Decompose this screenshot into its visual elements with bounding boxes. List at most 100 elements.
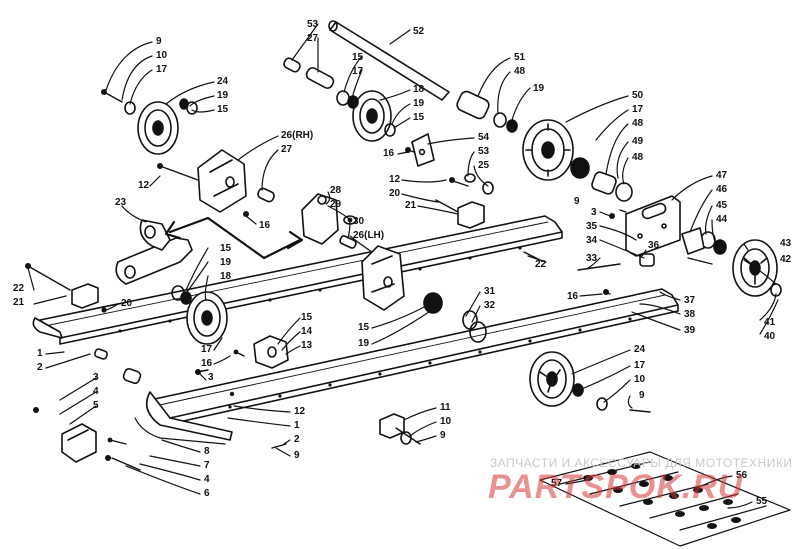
callout-45: 45: [716, 200, 728, 211]
callout-15: 15: [358, 322, 370, 333]
callout-4: 4: [93, 386, 99, 397]
callout-26-lh: 26(LH): [353, 230, 385, 241]
callout-9: 9: [574, 196, 580, 207]
wear-bar-8: [134, 417, 226, 445]
callout-16: 16: [383, 148, 395, 159]
callout-9: 9: [440, 430, 446, 441]
callout-12: 12: [294, 406, 306, 417]
callout-9: 9: [156, 36, 162, 47]
callout-2: 2: [294, 434, 300, 445]
callout-7: 7: [204, 460, 210, 471]
callout-21: 21: [405, 200, 417, 211]
callout-16: 16: [259, 220, 271, 231]
callout-48: 48: [632, 118, 644, 129]
callout-49: 49: [632, 136, 644, 147]
callout-15: 15: [301, 312, 313, 323]
callout-22: 22: [13, 283, 25, 294]
callout-14: 14: [301, 326, 313, 337]
callout-57: 57: [551, 478, 563, 489]
callout-22: 22: [535, 259, 547, 270]
callout-17: 17: [201, 344, 213, 355]
shock-mount-block: [253, 335, 289, 369]
front-bumper-block: [61, 423, 97, 463]
callout-5: 5: [93, 400, 99, 411]
callout-46: 46: [716, 184, 728, 195]
callout-54: 54: [478, 132, 490, 143]
rail-stop-block-left: [71, 283, 99, 309]
callout-53: 53: [478, 146, 490, 157]
callout-37: 37: [684, 295, 696, 306]
callout-36: 36: [648, 240, 660, 251]
callout-10: 10: [156, 50, 168, 61]
callout-41: 41: [764, 317, 776, 328]
shaft-bracket: [411, 133, 435, 167]
callout-2: 2: [37, 362, 43, 373]
callout-10: 10: [440, 416, 452, 427]
callout-13: 13: [301, 340, 313, 351]
callout-12: 12: [389, 174, 401, 185]
callout-17: 17: [156, 64, 168, 75]
callout-47: 47: [716, 170, 728, 181]
callout-35: 35: [586, 221, 598, 232]
callout-17: 17: [634, 360, 646, 371]
adjuster-block: [681, 227, 705, 255]
rear-pivot-bracket-lh: [361, 245, 405, 311]
idler-wheel-bottom-center: [529, 351, 575, 407]
callout-51: 51: [514, 52, 526, 63]
callout-32: 32: [484, 300, 496, 311]
callout-21: 21: [13, 297, 25, 308]
callout-16: 16: [201, 358, 213, 369]
callout-19: 19: [413, 98, 425, 109]
callout-15: 15: [352, 52, 364, 63]
callout-50: 50: [632, 90, 644, 101]
callout-39: 39: [684, 325, 696, 336]
callout-19: 19: [220, 257, 232, 268]
rail-stop-block-upper: [457, 201, 485, 229]
callout-34: 34: [586, 235, 598, 246]
callout-10: 10: [634, 374, 646, 385]
rear-pivot-bracket-rh: [197, 149, 247, 213]
callout-18: 18: [220, 271, 232, 282]
callout-24: 24: [634, 344, 646, 355]
idler-wheel-upper-right: [522, 119, 574, 181]
callout-15: 15: [413, 112, 425, 123]
callout-30: 30: [353, 216, 365, 227]
callout-17: 17: [632, 104, 644, 115]
leader-lines: [27, 23, 779, 509]
callout-52: 52: [413, 26, 425, 37]
callout-27: 27: [307, 33, 319, 44]
callout-38: 38: [684, 309, 696, 320]
callout-11: 11: [440, 402, 451, 413]
callout-20: 20: [389, 188, 401, 199]
callout-18: 18: [413, 84, 425, 95]
right-rail-front-curve: [145, 391, 233, 441]
callout-53: 53: [307, 19, 319, 30]
callout-4: 4: [204, 474, 210, 485]
callout-3: 3: [591, 207, 597, 218]
callout-48: 48: [632, 152, 644, 163]
callout-55: 55: [756, 496, 768, 507]
callout-8: 8: [204, 446, 210, 457]
callout-1: 1: [294, 420, 300, 431]
callout-56: 56: [736, 470, 748, 481]
assembly-direction-arrow: [164, 216, 304, 260]
left-rail-front-tip: [32, 317, 63, 339]
nuts: [25, 89, 615, 461]
cross-shaft: [328, 20, 450, 101]
callout-29: 29: [330, 199, 342, 210]
callout-25: 25: [478, 160, 490, 171]
callout-20: 20: [121, 298, 133, 309]
callout-27: 27: [281, 144, 293, 155]
callout-16: 16: [567, 291, 579, 302]
rail-stop-block-lower: [379, 413, 405, 439]
callout-15: 15: [217, 104, 229, 115]
callout-6: 6: [204, 488, 210, 499]
callout-40: 40: [764, 331, 776, 342]
rear-axle-plate: [625, 195, 681, 257]
callout-3: 3: [93, 372, 99, 383]
callout-42: 42: [780, 254, 792, 265]
callout-44: 44: [716, 214, 728, 225]
callout-3: 3: [208, 372, 214, 383]
callout-19: 19: [358, 338, 370, 349]
callout-15: 15: [220, 243, 232, 254]
